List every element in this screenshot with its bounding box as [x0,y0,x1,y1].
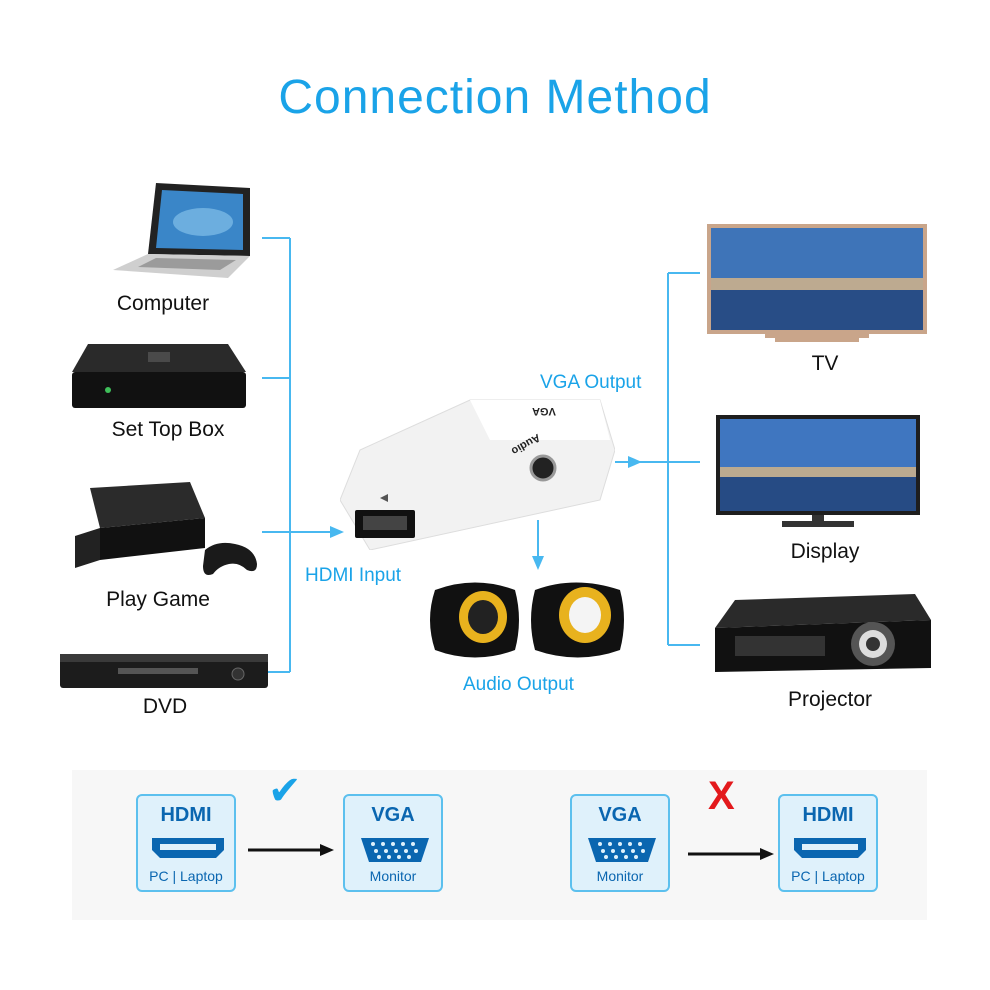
card-subtitle: Monitor [596,868,644,884]
audio-output-label: Audio Output [463,674,574,695]
card-subtitle: Monitor [369,868,417,884]
vga-port-icon [361,838,429,862]
source-label: Play Game [106,588,210,611]
hdmi-port-icon [152,838,224,858]
card-heading: HDMI [160,804,212,826]
vga-target-card: VGA Monitor [343,794,443,892]
source-label: Set Top Box [111,418,225,441]
vga-output-label: VGA Output [540,372,642,393]
projector-icon [705,590,933,680]
game-console-icon [70,478,265,588]
source-label: DVD [142,695,188,718]
hdmi-source-card: HDMI PC | Laptop [136,794,236,892]
hdmi-target-card: HDMI PC | Laptop [778,794,878,892]
card-heading: VGA [371,804,415,826]
output-label: Display [790,540,860,563]
speakers-icon [425,575,635,665]
card-subtitle: PC | Laptop [149,868,223,884]
card-heading: HDMI [802,804,854,826]
dvd-player-icon [58,650,270,692]
vga-arrow-icon [628,456,642,468]
tv-icon [705,220,930,348]
checkmark-icon: ✔ [268,769,302,813]
audio-arrow-icon [532,556,544,570]
adapter-vga-text: VGA [532,405,556,417]
laptop-icon [108,178,258,288]
source-label: Computer [116,292,210,315]
monitor-icon [712,413,924,531]
vga-source-card: VGA Monitor [570,794,670,892]
vga-port-icon [588,838,656,862]
hdmi-port-icon [794,838,866,858]
arrow-right-icon [248,844,334,856]
arrow-right-icon [688,848,774,860]
set-top-box-icon [68,338,248,413]
card-subtitle: PC | Laptop [791,868,865,884]
adapter-icon [339,390,616,551]
hdmi-arrow-icon [330,526,344,538]
hdmi-input-label: HDMI Input [305,565,402,586]
card-heading: VGA [598,804,642,826]
output-label: Projector [787,688,873,711]
cross-icon: X [708,774,735,818]
page-title: Connection Method [278,71,712,124]
output-label: TV [811,352,839,375]
